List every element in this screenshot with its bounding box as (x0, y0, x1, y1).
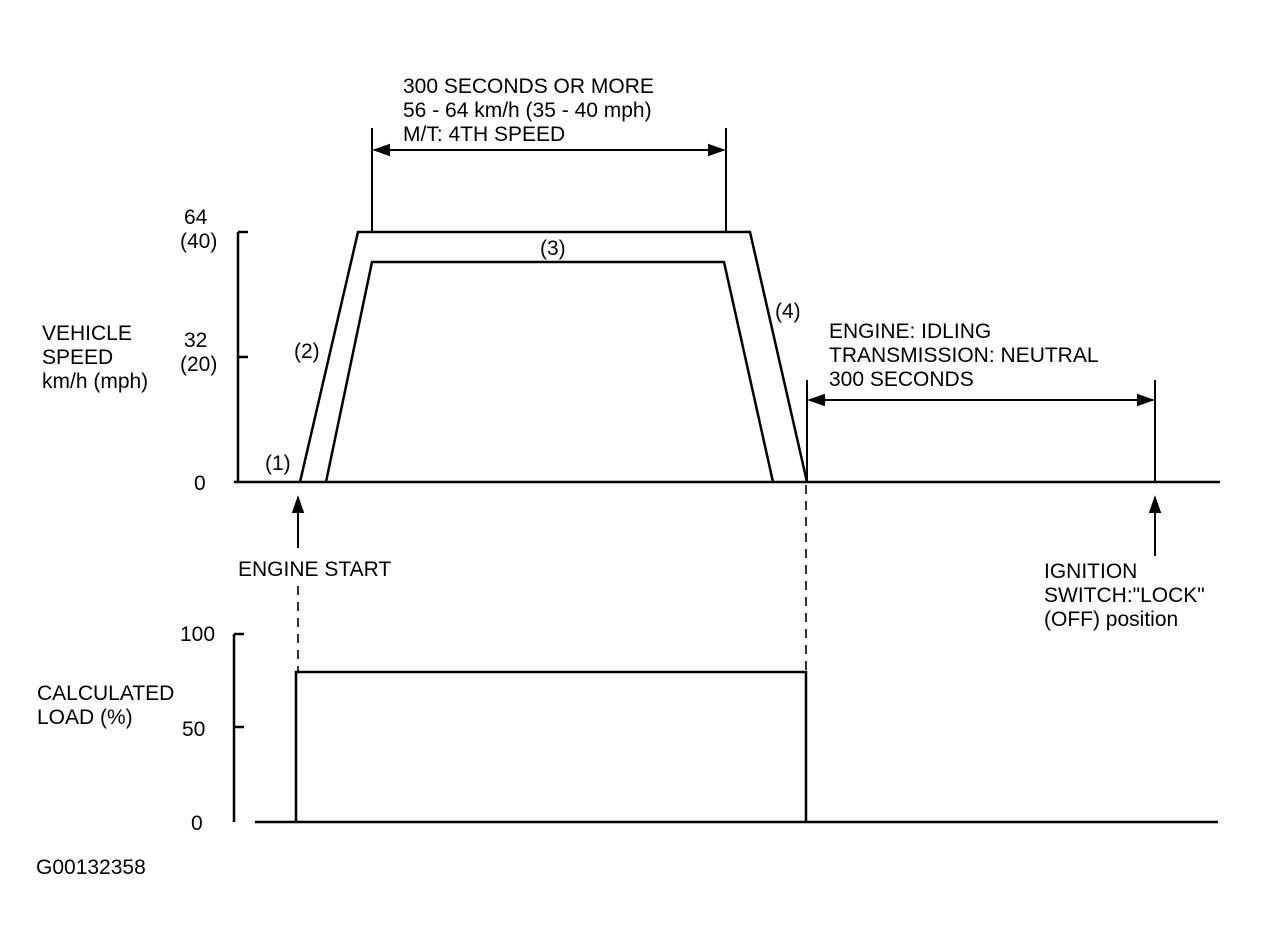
speed-profile-upper (298, 230, 809, 483)
phase-label-2: (2) (294, 340, 320, 363)
speed-tick-64: 64 (184, 206, 208, 229)
phase-label-1: (1) (265, 452, 291, 475)
speed-tick-0: 0 (194, 472, 206, 495)
load-tick-0: 0 (191, 812, 203, 835)
speed-range-label: 56 - 64 km/h (35 - 40 mph) (403, 99, 652, 122)
engine-start-label: ENGINE START (238, 558, 391, 581)
load-tick-50: 50 (182, 718, 205, 741)
speed-tick-32: 32 (184, 329, 207, 352)
figure-id: G00132358 (36, 856, 146, 879)
load-ylabel-line1: CALCULATED (37, 682, 174, 705)
idle-transmission-label: TRANSMISSION: NEUTRAL (829, 344, 1099, 367)
load-ylabel-line2: LOAD (%) (37, 706, 133, 729)
speed-tick-20mph: (20) (180, 353, 217, 376)
load-profile (294, 670, 808, 822)
phase-label-3: (3) (540, 237, 566, 260)
ignition-label-line3: (OFF) position (1044, 608, 1178, 631)
ignition-label-line1: IGNITION (1044, 560, 1137, 583)
speed-ylabel-line2: SPEED (42, 346, 113, 369)
duration-label: 300 SECONDS OR MORE (403, 75, 654, 98)
speed-ylabel-line1: VEHICLE (42, 322, 132, 345)
idle-engine-label: ENGINE: IDLING (829, 320, 991, 343)
ignition-label-line2: SWITCH:"LOCK" (1044, 584, 1205, 607)
phase-label-4: (4) (775, 300, 801, 323)
speed-tick-40mph: (40) (180, 230, 217, 253)
speed-ylabel-line3: km/h (mph) (42, 370, 148, 393)
speed-profile-lower (324, 260, 775, 483)
load-tick-100: 100 (180, 623, 215, 646)
gear-label: M/T: 4TH SPEED (403, 123, 565, 146)
idle-duration-label: 300 SECONDS (829, 368, 974, 391)
